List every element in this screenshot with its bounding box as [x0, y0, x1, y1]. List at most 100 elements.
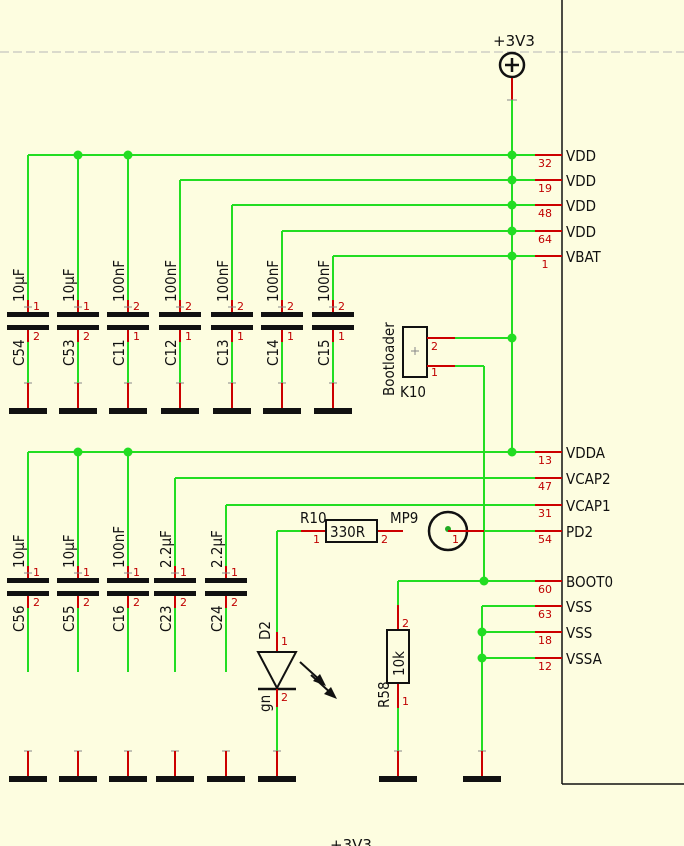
cap-ref: C15 — [315, 339, 333, 366]
jumper-pin1: 1 — [431, 366, 438, 379]
pin-name: VCAP2 — [566, 470, 611, 488]
cap-value: 100nF — [214, 260, 232, 302]
cap-pin-bottom: 2 — [83, 596, 90, 609]
cap-pin-bottom: 1 — [237, 330, 244, 343]
pin-vdd-48: 48 VDD — [535, 197, 596, 220]
cap-pin-top: 1 — [231, 566, 238, 579]
cap-pin-bottom: 1 — [185, 330, 192, 343]
pin-vdd-32: 32 VDD — [535, 147, 596, 170]
pin-number: 54 — [538, 533, 552, 546]
wires — [27, 100, 535, 765]
cap-value: 10µF — [10, 534, 28, 568]
ground-bar — [258, 750, 296, 782]
capacitors: 10µFC541210µFC5312100nFC1121100nFC122110… — [7, 260, 354, 672]
pin-number: 19 — [538, 182, 552, 195]
pin-name: VSSA — [566, 650, 603, 668]
r10-pin2: 2 — [381, 533, 388, 546]
cap-value: 100nF — [315, 260, 333, 302]
cap-pin-top: 1 — [33, 300, 40, 313]
d2-ref: D2 — [256, 621, 274, 640]
ground-bar — [207, 750, 245, 782]
pin-name: VCAP1 — [566, 497, 611, 515]
pin-name: BOOT0 — [566, 573, 613, 591]
power-label-bottom: +3V3 — [330, 836, 372, 846]
pin-name: VDD — [566, 197, 596, 215]
cap-value: 10µF — [60, 534, 78, 568]
pin-number: 60 — [538, 583, 552, 596]
cap-ref: C12 — [162, 339, 180, 366]
cap-value: 2.2µF — [208, 530, 226, 568]
cap-value: 10µF — [60, 268, 78, 302]
capacitor-c55: 10µF C55 1 2 — [57, 534, 99, 672]
led-d2: D2 gn 1 2 — [256, 621, 337, 712]
mp9-pin: 1 — [452, 533, 459, 546]
r58-ref: R58 — [375, 681, 393, 708]
r58-pin2: 2 — [402, 617, 409, 630]
cap-value: 100nF — [110, 526, 128, 568]
pin-number: 1 — [542, 258, 549, 271]
cap-pin-bottom: 2 — [133, 596, 140, 609]
ground-bar — [9, 750, 47, 782]
testpoint-mp9: MP9 1 — [390, 509, 484, 552]
pin-number: 32 — [538, 157, 552, 170]
cap-ref: C13 — [214, 339, 232, 366]
pin-name: PD2 — [566, 523, 593, 541]
mp9-ref: MP9 — [390, 509, 418, 527]
d2-color: gn — [256, 695, 274, 712]
r58-pin1: 1 — [402, 695, 409, 708]
power-label: +3V3 — [493, 32, 535, 50]
r10-pin1: 1 — [313, 533, 320, 546]
pin-name: VDD — [566, 147, 596, 165]
ground-bar — [156, 750, 194, 782]
pin-name: VSS — [566, 624, 592, 642]
cap-ref: C14 — [264, 339, 282, 366]
cap-pin-bottom: 1 — [338, 330, 345, 343]
pin-number: 48 — [538, 207, 552, 220]
ground-bar — [109, 750, 147, 782]
resistor-r10: 330R R10 1 2 — [300, 509, 403, 546]
cap-pin-top: 1 — [133, 566, 140, 579]
pin-vdd-19: 19 VDD — [535, 172, 596, 195]
cap-ref: C54 — [10, 339, 28, 366]
cap-ref: C55 — [60, 605, 78, 632]
cap-ref: C11 — [110, 339, 128, 366]
cap-value: 100nF — [110, 260, 128, 302]
pin-number: 31 — [538, 507, 552, 520]
power-symbol-3v3: +3V3 — [493, 32, 535, 101]
cap-pin-top: 1 — [83, 566, 90, 579]
cap-pin-top: 2 — [338, 300, 345, 313]
pin-vssa-12: 12 VSSA — [535, 650, 603, 673]
ground-bar — [109, 382, 147, 414]
cap-pin-bottom: 2 — [33, 596, 40, 609]
pin-name: VDD — [566, 172, 596, 190]
cap-value: 100nF — [162, 260, 180, 302]
cap-pin-bottom: 1 — [287, 330, 294, 343]
cap-ref: C24 — [208, 605, 226, 632]
ground-bar — [379, 750, 417, 782]
ground-bar — [314, 382, 352, 414]
ground-bar — [161, 382, 199, 414]
pin-number: 64 — [538, 233, 552, 246]
cap-ref: C53 — [60, 339, 78, 366]
pin-number: 12 — [538, 660, 552, 673]
d2-pin1: 1 — [281, 635, 288, 648]
cap-pin-bottom: 2 — [180, 596, 187, 609]
ground-bars — [9, 382, 501, 782]
cap-pin-top: 1 — [33, 566, 40, 579]
pin-boot0-60: 60 BOOT0 — [535, 573, 613, 596]
d2-pin2: 2 — [281, 691, 288, 704]
ground-bar — [9, 382, 47, 414]
cap-ref: C56 — [10, 605, 28, 632]
pin-vcap1-31: 31 VCAP1 — [535, 497, 611, 520]
